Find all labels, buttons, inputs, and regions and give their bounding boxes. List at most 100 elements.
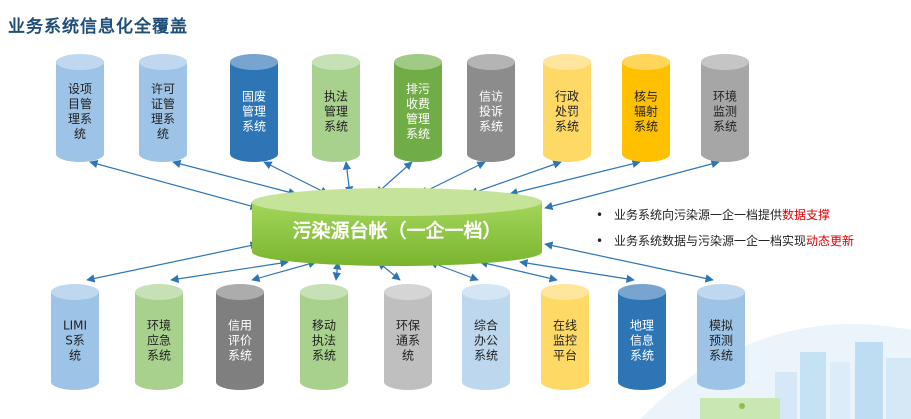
bidirectional-arrow [544, 241, 714, 283]
system-label-line: 系统 [474, 349, 498, 363]
system-label-line: 信访 [479, 90, 503, 104]
center-database[interactable]: 污染源台帐（一企一档） [252, 188, 542, 266]
system-label-line: 移动 [312, 319, 336, 333]
bottom-systems: LIMIS系统环境应急系统信用评价系统移动执法系统环保通系统综合办公系统在线监控… [51, 284, 745, 390]
system-label-line: 系统 [479, 120, 503, 134]
system-label-line: 执法 [312, 334, 336, 348]
system-label-line: 辐射 [634, 104, 658, 119]
system-label-line: 通系 [396, 334, 420, 348]
system-label-line: 固废 [242, 89, 266, 104]
system-label-line: LIMI [63, 319, 87, 333]
system-label-line: 排污 [406, 82, 430, 96]
bidirectional-arrow [86, 241, 259, 283]
bidirectional-arrow [469, 160, 562, 196]
system-label-line: 模拟 [709, 319, 733, 333]
bullet-item: •业务系统数据与污染源一企一档实现动态更新 [596, 234, 855, 248]
bidirectional-arrow [263, 161, 329, 195]
system-label-line: 核与 [634, 90, 658, 104]
system-label-line: 信息 [630, 333, 654, 348]
system-label-line: 统 [157, 127, 169, 141]
system-label-line: 管理 [406, 111, 430, 126]
system-label-line: 系统 [713, 120, 737, 134]
system-label-line: 系统 [228, 349, 252, 363]
skyline-decoration [640, 323, 911, 419]
bidirectional-arrow [342, 161, 354, 195]
top-systems: 设项目管理系统许可证管理系统固废管理系统执法管理系统排污收费管理系统信访投诉系统… [56, 54, 749, 162]
system-label-line: 信用 [228, 319, 252, 333]
system-label-line: 投诉 [479, 104, 503, 119]
system-label-line: 收费 [406, 97, 430, 111]
system-label-line: 管理 [242, 104, 266, 119]
system-label-line: 统 [402, 349, 414, 363]
system-label-line: 处罚 [555, 105, 579, 119]
page-title: 业务系统信息化全覆盖 [8, 17, 188, 37]
system-label-line: 环保 [396, 319, 420, 333]
bidirectional-arrow [509, 159, 641, 197]
highlight-text: 数据支撑 [782, 208, 831, 222]
system-label-line: 监控 [553, 334, 577, 348]
system-label-line: 环境 [147, 318, 171, 333]
highlight-text: 动态更新 [806, 234, 855, 248]
bidirectional-arrow [519, 259, 635, 283]
system-label-line: 系统 [555, 120, 579, 134]
system-label-line: 在线 [553, 319, 577, 333]
system-label-line: 系统 [147, 349, 171, 363]
system-label-line: 地理 [630, 319, 654, 333]
system-label-line: 设项 [68, 82, 92, 96]
system-label-line: 执法 [324, 90, 348, 104]
bidirectional-arrow [170, 258, 289, 284]
system-label-line: 统 [74, 127, 86, 141]
system-label-line: 系统 [312, 349, 336, 363]
center-label: 污染源台帐（一企一档） [292, 219, 501, 242]
system-label-line: 系统 [242, 120, 266, 134]
system-label-line: 应急 [147, 333, 171, 348]
system-label-line: 统 [69, 349, 81, 363]
system-label-line: 平台 [553, 348, 577, 363]
system-label-line: 监测 [713, 105, 737, 119]
system-label-line: 理系 [68, 112, 92, 126]
system-label-line: 许可 [151, 82, 175, 96]
system-label-line: 环境 [713, 89, 737, 104]
bullet-item: •业务系统向污染源一企一档提供数据支撑 [596, 208, 831, 222]
system-label-line: 管理 [324, 104, 348, 119]
system-label-line: 系统 [406, 127, 430, 141]
system-label-line: 理系 [151, 112, 175, 126]
system-label-line: 系统 [324, 120, 348, 134]
system-label-line: 证管 [151, 96, 175, 111]
bidirectional-arrow [479, 259, 558, 283]
system-label-line: 系统 [709, 349, 733, 363]
bullet-list: •业务系统向污染源一企一档提供数据支撑 •业务系统数据与污染源一企一档实现动态更… [596, 206, 854, 258]
system-label-line: 系统 [630, 349, 654, 363]
system-label-line: 行政 [555, 90, 579, 104]
system-label-line: 综合 [474, 318, 498, 333]
system-label-line: 目管 [68, 96, 92, 111]
system-label-line: 办公 [474, 333, 498, 348]
bidirectional-arrow [251, 260, 317, 282]
bidirectional-arrow [332, 261, 342, 281]
system-label-line: 预测 [709, 334, 733, 348]
system-label-line: 系统 [634, 120, 658, 134]
system-label-line: 评价 [228, 334, 252, 348]
bidirectional-arrow [89, 159, 259, 211]
system-label-line: S系 [65, 334, 85, 348]
bidirectional-arrow [544, 159, 720, 211]
